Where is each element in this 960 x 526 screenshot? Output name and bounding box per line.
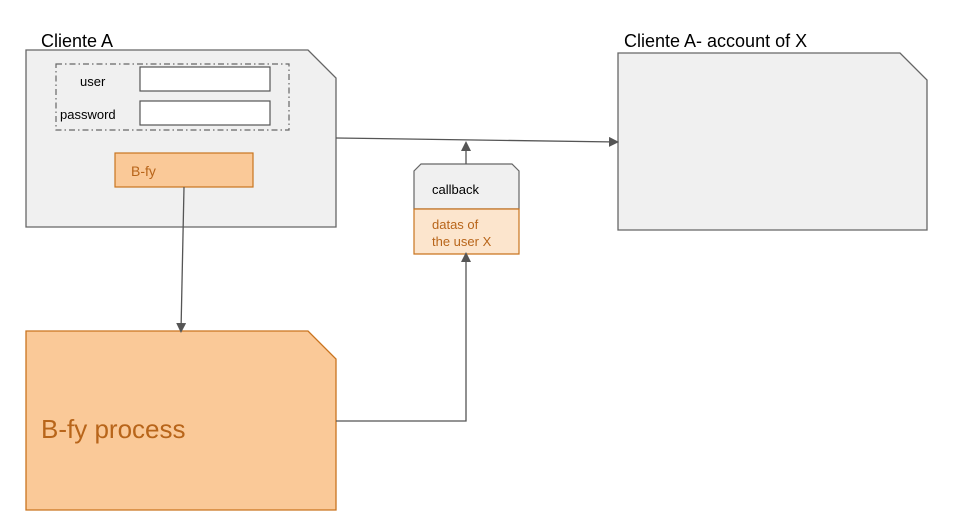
bfy-button-label: B-fy (131, 163, 156, 179)
login-group (55, 63, 290, 131)
user-input[interactable] (139, 66, 271, 92)
user-label: user (80, 74, 106, 89)
client-a-card (25, 49, 337, 228)
arrow-client-to-account (335, 136, 619, 147)
account-card (617, 52, 928, 231)
datas-line-1: datas of (432, 217, 479, 232)
arrow-process-to-datas (336, 252, 471, 422)
client-a-title: Cliente A (41, 31, 113, 51)
bfy-process-label: B-fy process (41, 414, 186, 444)
callback-label: callback (432, 182, 479, 197)
account-title: Cliente A- account of X (624, 31, 807, 51)
password-input[interactable] (139, 100, 271, 126)
bfy-process-card (25, 330, 337, 511)
datas-line-2: the user X (432, 234, 492, 249)
password-label: password (60, 107, 116, 122)
arrow-bfy-to-process (176, 186, 187, 333)
bfy-button[interactable] (114, 152, 254, 188)
